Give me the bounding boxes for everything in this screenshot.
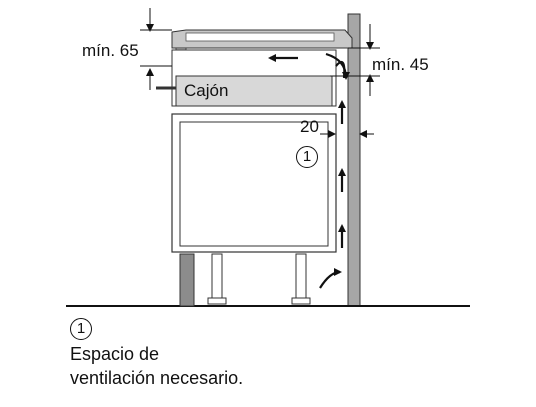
cabinet-inner [179, 121, 329, 247]
circled-number-icon: 1 [296, 146, 318, 168]
countertop-inner [185, 32, 335, 42]
dimension-label-min-right: mín. 45 [372, 55, 429, 74]
drawer-label: Cajón [184, 81, 229, 100]
cabinet-leg-right [295, 253, 307, 301]
arrow-icon [325, 52, 350, 80]
legend-marker-icon: 1 [70, 318, 92, 340]
airflow-arrows [268, 54, 346, 289]
floor-column [179, 253, 195, 307]
legend-line-2: ventilación necesario. [70, 368, 244, 388]
dimension-label-min-top: mín. 65 [82, 41, 139, 60]
wall [347, 13, 361, 307]
arrow-icon [319, 268, 342, 289]
cabinet-leg-left-foot [207, 297, 227, 305]
cabinet-leg-right-foot [291, 297, 311, 305]
legend-line-1: Espacio de [70, 344, 160, 364]
drawer [175, 75, 333, 107]
dimension-label-gap: 20 [300, 117, 319, 136]
cabinet-leg-left [211, 253, 223, 301]
